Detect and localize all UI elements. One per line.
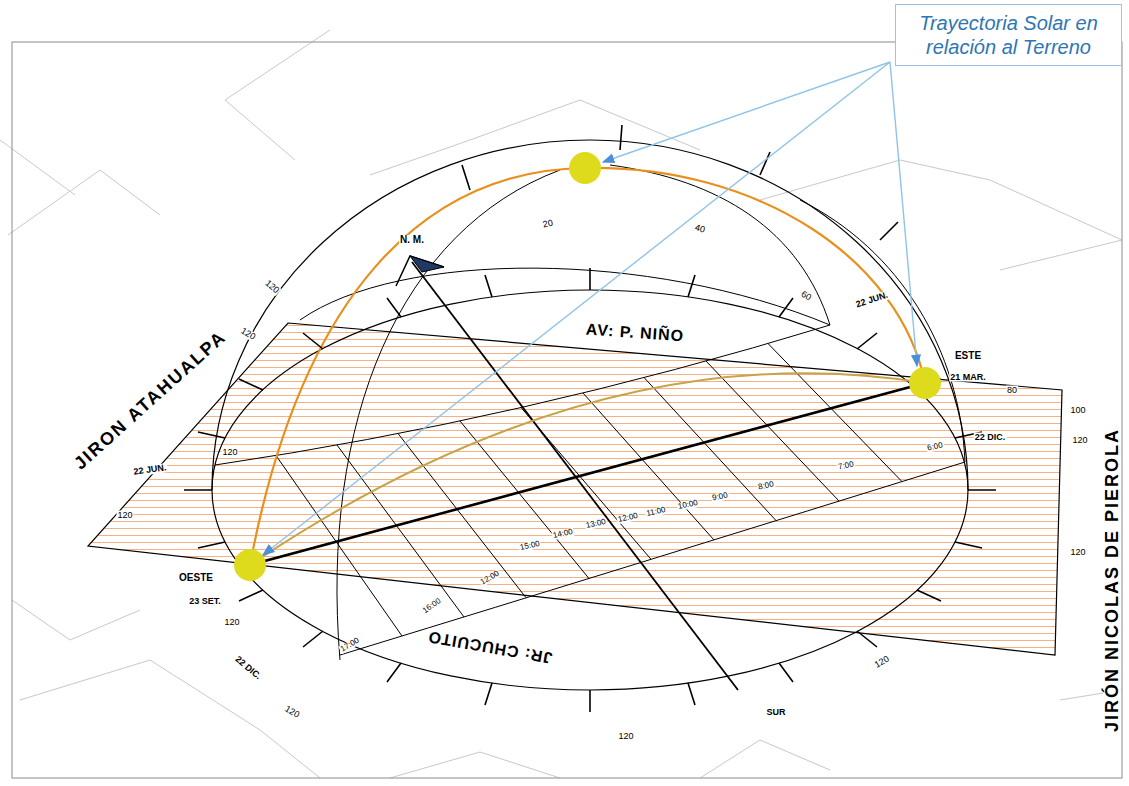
hour-mark: 7:00 <box>837 460 856 471</box>
street-name: JIRÓN NICOLAS DE PIEROLA <box>1103 427 1121 733</box>
altitude-mark: 40 <box>693 223 707 235</box>
hour-mark: 6:00 <box>926 441 945 452</box>
date-mark: 22 DIC. <box>233 654 264 682</box>
city-blocks <box>0 30 1122 778</box>
cardinal-point: OESTE <box>178 573 214 583</box>
street-name: JR: CHUCUITO <box>425 628 554 666</box>
solstice-path <box>250 168 925 565</box>
equinox-path <box>250 373 925 565</box>
hour-mark: 15:00 <box>518 540 541 552</box>
north-south-axis <box>412 262 738 690</box>
hour-mark: 14:00 <box>551 528 574 540</box>
azimuth-mark: 120 <box>221 448 238 457</box>
frame <box>12 42 1122 778</box>
dome-arcs <box>300 165 965 660</box>
leader-line <box>603 62 890 162</box>
azimuth-mark: 120 <box>1071 436 1088 445</box>
sun <box>569 152 601 184</box>
azimuth-mark: 120 <box>223 618 240 627</box>
altitude-mark: 20 <box>541 218 555 229</box>
azimuth-mark: 120 <box>1069 548 1086 557</box>
hour-mark: 12:00 <box>616 512 639 524</box>
scale-ticks <box>184 125 996 712</box>
hour-mark: 13:00 <box>584 518 607 530</box>
azimuth-mark: 120 <box>282 704 301 720</box>
azimuth-mark: 120 <box>238 326 257 342</box>
north-arrow <box>410 256 444 272</box>
date-mark: 21 MAR. <box>949 373 987 382</box>
horizon-ellipse <box>212 290 968 690</box>
declination-curves <box>215 325 965 655</box>
callout-text: Trayectoria Solar en relación al Terreno <box>909 11 1109 59</box>
date-mark: 22 DIC. <box>974 433 1007 442</box>
sky-dome <box>212 140 968 490</box>
hour-mark: 9:00 <box>711 491 730 502</box>
callout-box: Trayectoria Solar en relación al Terreno <box>895 4 1122 66</box>
hour-mark: 10:00 <box>676 499 699 511</box>
date-mark: 23 SET. <box>188 597 222 606</box>
north-mark: N. M. <box>399 235 425 245</box>
hour-mark: 11:00 <box>645 506 668 518</box>
azimuth-mark: 100 <box>1069 406 1086 415</box>
cardinal-point: ESTE <box>954 351 982 361</box>
sun <box>234 549 266 581</box>
hour-lines <box>276 344 902 637</box>
street-name: AV: P. NIÑO <box>584 322 685 345</box>
azimuth-mark: 120 <box>872 654 891 670</box>
hour-mark: 8:00 <box>757 480 776 491</box>
azimuth-mark: 120 <box>617 732 634 741</box>
azimuth-mark: 120 <box>116 511 133 520</box>
hour-mark: 17:00 <box>338 636 361 654</box>
sun <box>909 367 941 399</box>
street-name: JIRON ATAHUALPA <box>70 327 230 474</box>
east-west-axis <box>250 383 925 565</box>
date-mark: 22 JUN. <box>854 290 890 309</box>
leader-line <box>890 62 917 366</box>
hour-mark: 12:00 <box>478 569 501 587</box>
date-mark: 22 JUN. <box>132 463 168 477</box>
north-arrow-line <box>396 256 444 286</box>
leader-line <box>263 62 890 555</box>
azimuth-mark: 120 <box>263 278 282 296</box>
cardinal-point: SUR <box>765 708 786 717</box>
altitude-mark: 60 <box>799 289 814 303</box>
altitude-mark: 80 <box>1006 386 1018 395</box>
hour-mark: 16:00 <box>421 596 444 615</box>
